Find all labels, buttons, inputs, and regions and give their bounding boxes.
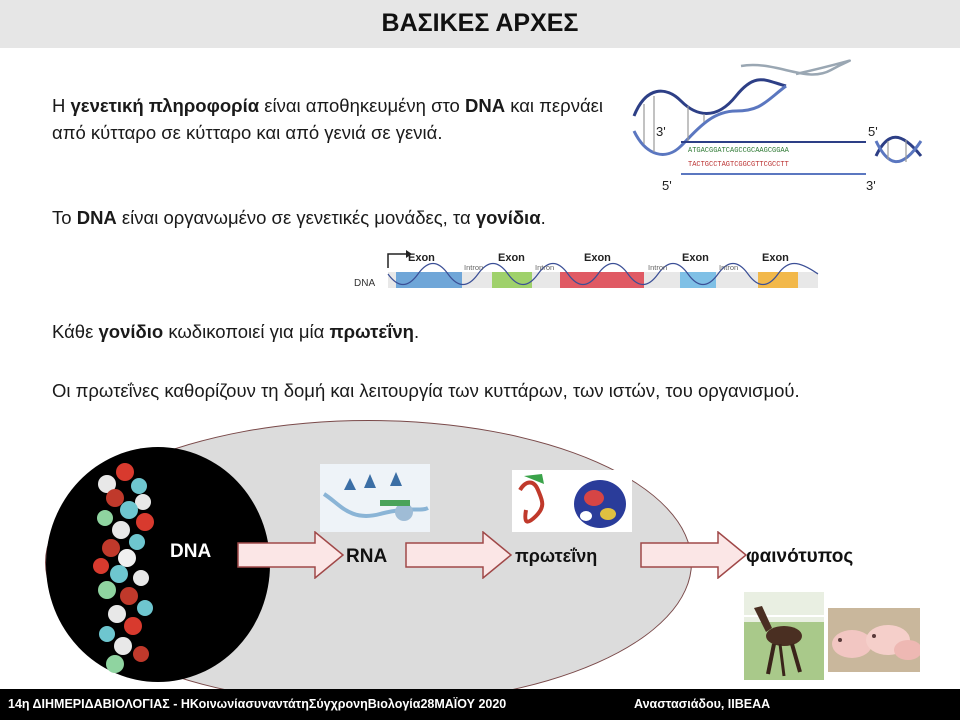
label-5-prime-left: 5': [662, 178, 672, 193]
bold-gene: γονίδιο: [98, 321, 164, 342]
bold-genes: γονίδια: [475, 207, 541, 228]
text: Το: [52, 207, 77, 228]
foal-photo-image: [744, 592, 824, 680]
sequence-top: ATGACGGATCAGCCGCAAGCGGAA: [688, 147, 790, 155]
bold-genetic-information: γενετική πληροφορία: [70, 95, 260, 116]
label-3-prime-right: 3': [866, 178, 876, 193]
exon-label-5: Exon: [762, 252, 789, 264]
flow-label-rna: RNA: [346, 546, 388, 567]
bold-protein: πρωτεΐνη: [329, 321, 414, 342]
footer-event-title: 14η ΔΙΗΜΕΡΙΔΑΒΙΟΛΟΓΙΑΣ - ΗΚοινωνίασυναντ…: [8, 697, 507, 711]
footer-bar: 14η ΔΙΗΜΕΡΙΔΑΒΙΟΛΟΓΙΑΣ - ΗΚοινωνίασυναντ…: [0, 689, 960, 720]
exon-label-3: Exon: [584, 252, 611, 264]
intron-label-1: Intron: [464, 263, 483, 272]
intron-label-3: Intron: [648, 263, 667, 272]
flow-arrow-2: [405, 531, 513, 579]
flow-label-phenotype: φαινότυπος: [746, 546, 854, 567]
paragraph-gene-protein: Κάθε γονίδιο κωδικοποιεί για μία πρωτεΐν…: [52, 318, 692, 345]
label-5-prime-right: 5': [868, 124, 878, 139]
exon-label-2: Exon: [498, 252, 525, 264]
text: .: [540, 207, 546, 228]
paragraph-genes: Το DNA είναι οργανωμένο σε γενετικές μον…: [52, 204, 692, 231]
flow-arrow-1: [237, 531, 345, 579]
paragraph-proteins: Οι πρωτεΐνες καθορίζουν τη δομή και λειτ…: [52, 380, 800, 401]
flow-label-protein: πρωτεΐνη: [515, 546, 598, 566]
dna-circle: [46, 447, 270, 682]
footer-author: Αναστασιάδου, ΙΙΒΕΑΑ: [634, 697, 771, 711]
rna-translation-image: [320, 464, 430, 532]
intron-label-4: Intron: [719, 263, 738, 272]
label-3-prime-left: 3': [656, 124, 666, 139]
text: είναι οργανωμένο σε γενετικές μονάδες, τ…: [116, 207, 476, 228]
gene-structure-image: DNA Exon Intron Exon Intron Exon Intron …: [354, 250, 819, 289]
gene-dna-label: DNA: [354, 278, 375, 289]
text: και περνάει από κύτταρο σε κύτταρο και α…: [52, 95, 604, 143]
piglets-photo-image: [828, 608, 920, 672]
dna-molecule-model-image: [93, 463, 154, 673]
bold-dna: DNA: [76, 207, 117, 228]
flow-arrow-3: [640, 531, 748, 579]
text: είναι αποθηκευμένη στο: [259, 95, 465, 116]
text: Κάθε: [52, 321, 99, 342]
title-bar: [0, 0, 960, 48]
flow-label-dna: DNA: [170, 541, 212, 562]
sequence-bottom: TACTGCCTAGTCGGCGTTCGCCTT: [688, 161, 789, 169]
bold-dna: DNA: [464, 95, 506, 116]
slide-title: ΒΑΣΙΚΕΣ ΑΡΧΕΣ: [381, 9, 579, 37]
text: .: [413, 321, 420, 342]
text: κωδικοποιεί για μία: [163, 321, 330, 342]
exon-label-4: Exon: [682, 252, 709, 264]
dna-double-helix-image: 3' 5' 5' 3' ATGACGGATCAGCCGCAAGCGGAA TAC…: [632, 59, 923, 193]
exon-label-1: Exon: [408, 252, 435, 264]
protein-structure-image: [512, 470, 632, 532]
paragraph-genetic-information: Η γενετική πληροφορία είναι αποθηκευμένη…: [52, 92, 612, 146]
intron-label-2: Intron: [535, 263, 554, 272]
text: Η: [52, 95, 71, 116]
